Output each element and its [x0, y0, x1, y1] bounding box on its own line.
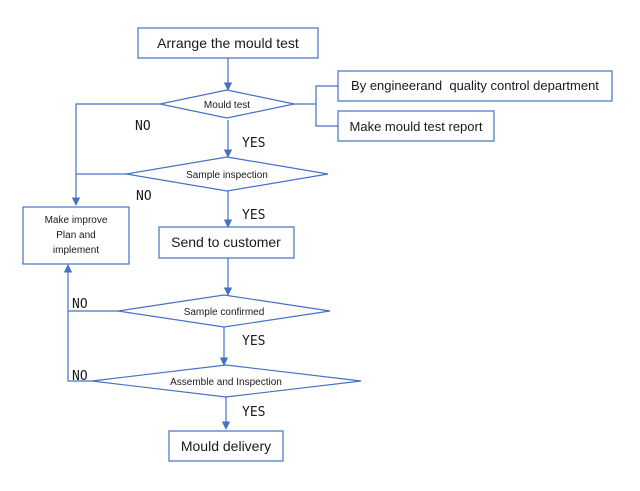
edge-label-yes-4: YES: [242, 405, 265, 420]
box-report: [337, 110, 495, 142]
arrow-mould-test-no: [71, 103, 160, 206]
label-improve-line-2: Plan and: [56, 230, 95, 241]
diamond-assemble: [91, 364, 362, 398]
diamond-mould-test: [159, 89, 295, 119]
line-mould-test-to-by-engineer: [294, 85, 338, 105]
arrow-assemble-no: [63, 264, 92, 382]
label-report: Make mould test report: [350, 119, 483, 134]
label-arrange: Arrange the mould test: [157, 35, 299, 51]
edge-label-no-1: NO: [135, 119, 151, 134]
edge-label-no-3: NO: [72, 297, 88, 312]
label-send: Send to customer: [171, 234, 281, 250]
edge-label-no-4: NO: [72, 369, 88, 384]
box-improve: [22, 206, 130, 265]
diamond-sample-confirmed: [117, 294, 331, 328]
connectors: [63, 58, 338, 430]
label-improve-line-3: implement: [53, 245, 99, 256]
label-assemble: Assemble and Inspection: [170, 377, 282, 388]
label-mould-test: Mould test: [204, 100, 250, 111]
diamond-sample-inspection: [125, 156, 329, 192]
edge-label-yes-2: YES: [242, 208, 265, 223]
edge-label-yes-3: YES: [242, 334, 265, 349]
edge-label-no-2: NO: [136, 189, 152, 204]
label-improve-line-1: Make improve: [45, 215, 108, 226]
label-delivery: Mould delivery: [181, 438, 271, 454]
line-mould-test-to-report: [315, 104, 338, 127]
box-arrange: [137, 27, 319, 59]
box-by-engineer: [337, 70, 613, 102]
box-delivery: [168, 430, 284, 462]
box-send: [158, 226, 295, 259]
label-sample-inspection: Sample inspection: [186, 170, 268, 181]
label-by-engineer: By engineerand quality control departmen…: [351, 78, 599, 93]
label-sample-confirmed: Sample confirmed: [184, 307, 265, 318]
edge-label-yes-1: YES: [242, 136, 265, 151]
